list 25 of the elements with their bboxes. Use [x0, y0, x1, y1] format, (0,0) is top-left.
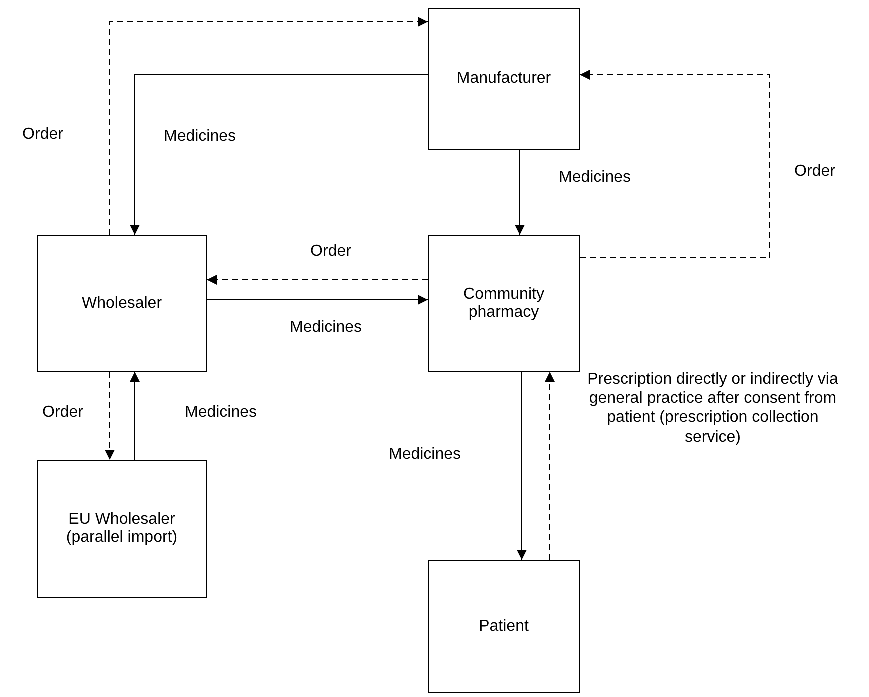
edge-label: Medicines [388, 445, 462, 464]
edge-label: Order [794, 162, 836, 182]
arrow [515, 150, 525, 236]
edge-label: Medicines [288, 318, 364, 338]
dashed-arrow [110, 17, 428, 236]
edge-label: Medicines [184, 403, 258, 422]
dashed-arrow [580, 70, 770, 258]
arrow [130, 372, 140, 460]
entity-box: Patient [428, 560, 580, 693]
dashed-arrow [105, 372, 115, 460]
arrow [130, 74, 428, 236]
dashed-arrow [206, 275, 428, 285]
dashed-arrow [545, 372, 555, 560]
entity-box: Community pharmacy [428, 235, 580, 372]
entity-box: Wholesaler [37, 235, 207, 372]
edge-label: Order [42, 403, 84, 422]
arrow [206, 295, 428, 305]
entity-box: EU Wholesaler (parallel import) [37, 460, 207, 598]
edge-label: Order [22, 125, 64, 144]
edge-label: Prescription directly or indirectly via general practice after consent from patient (prescription collection service) [586, 370, 840, 447]
arrow [517, 372, 527, 560]
edge-label: Medicines [558, 168, 632, 188]
edge-label: Order [310, 242, 352, 262]
entity-box: Manufacturer [428, 8, 580, 150]
edge-label: Medicines [162, 127, 238, 146]
